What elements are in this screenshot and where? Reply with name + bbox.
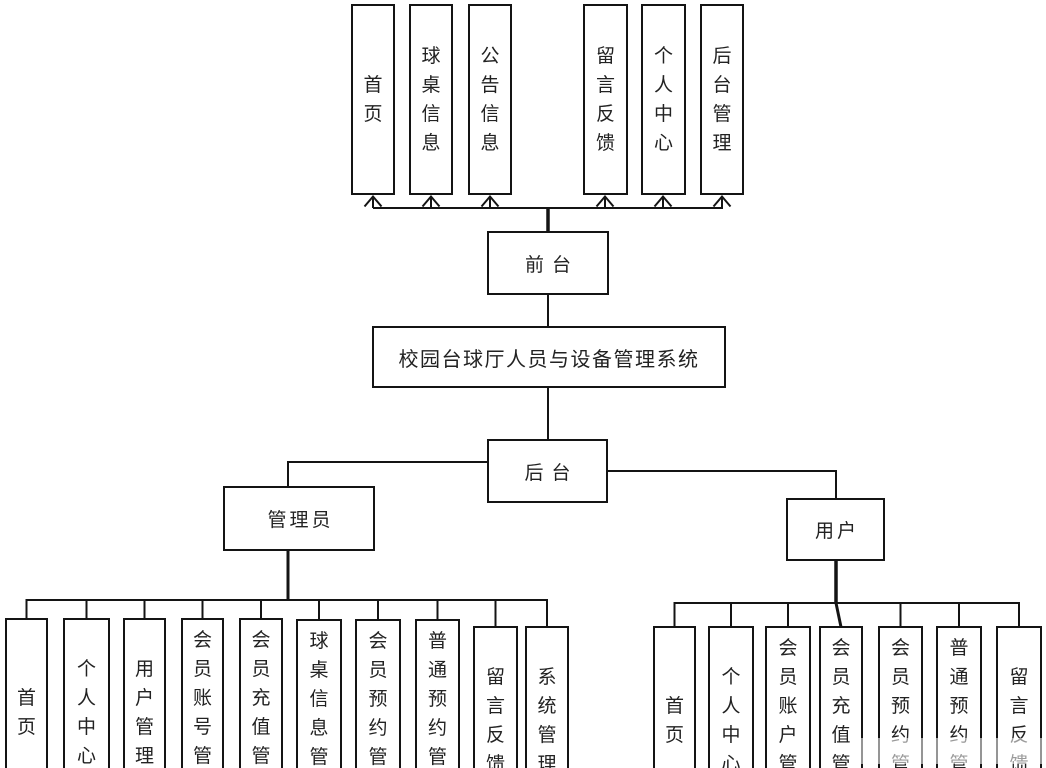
user-node-label: 用户 xyxy=(814,521,859,542)
admin-menu-label: 会员充值管理 xyxy=(251,630,271,767)
arrow-up-icon xyxy=(480,194,500,208)
front-menu-box-announcement: 公告信息 xyxy=(468,4,512,195)
admin-menu-box-member-account-manage: 会员账号管理 xyxy=(181,618,224,768)
admin-menu-label: 系统管理 xyxy=(537,667,557,768)
back-node-label: 后台 xyxy=(524,462,579,484)
arrow-up-icon xyxy=(712,194,732,208)
user-menu-box-home: 首页 xyxy=(653,626,696,768)
user-menu-box-member-account-manage: 会员账户管理 xyxy=(765,626,811,768)
system-title-node: 校园台球厅人员与设备管理系统 xyxy=(372,326,726,388)
front-menu-box-table-info: 球桌信息 xyxy=(409,4,453,195)
front-menu-label: 留言反馈 xyxy=(595,45,615,154)
front-node: 前台 xyxy=(487,231,609,295)
admin-menu-label: 个人中心 xyxy=(76,659,96,767)
user-menu-label: 首页 xyxy=(664,696,684,746)
back-node: 后台 xyxy=(487,439,608,503)
arrow-up-icon xyxy=(421,194,441,208)
front-menu-box-home: 首页 xyxy=(351,4,395,195)
arrow-up-icon xyxy=(595,194,615,208)
admin-menu-box-normal-booking-manage: 普通预约管理 xyxy=(415,619,460,768)
admin-menu-box-member-recharge-manage: 会员充值管理 xyxy=(239,618,283,768)
watermark-band xyxy=(856,738,1046,764)
admin-menu-box-user-manage: 用户管理 xyxy=(123,618,166,768)
user-menu-box-personal-center: 个人中心 xyxy=(708,626,754,768)
front-menu-label: 公告信息 xyxy=(480,45,500,154)
arrow-up-icon xyxy=(653,194,673,208)
user-menu-label: 会员预约管理 xyxy=(890,638,910,768)
front-menu-box-backend-manage: 后台管理 xyxy=(700,4,744,195)
front-menu-label: 后台管理 xyxy=(712,45,732,154)
admin-menu-box-feedback: 留言反馈 xyxy=(473,626,518,768)
admin-menu-box-system-manage: 系统管理 xyxy=(525,626,569,768)
admin-menu-box-personal-center: 个人中心 xyxy=(63,618,110,768)
admin-menu-label: 会员账号管理 xyxy=(192,630,212,767)
admin-menu-box-member-booking-manage: 会员预约管理 xyxy=(355,619,401,768)
admin-node: 管理员 xyxy=(223,486,375,551)
front-menu-label: 个人中心 xyxy=(653,45,673,154)
user-menu-label: 留言反馈 xyxy=(1009,667,1029,768)
front-menu-box-feedback: 留言反馈 xyxy=(583,4,628,195)
user-node: 用户 xyxy=(786,498,885,561)
admin-menu-box-home: 首页 xyxy=(5,618,48,768)
front-menu-label: 首页 xyxy=(363,74,383,125)
arrow-up-icon xyxy=(363,194,383,208)
user-menu-label: 会员账户管理 xyxy=(778,638,798,768)
admin-menu-label: 首页 xyxy=(16,688,36,738)
front-node-label: 前台 xyxy=(524,254,579,276)
admin-menu-label: 普通预约管理 xyxy=(427,631,447,768)
admin-menu-label: 用户管理 xyxy=(134,659,154,767)
admin-node-label: 管理员 xyxy=(267,510,334,531)
user-menu-box-member-recharge-manage: 会员充值管理 xyxy=(819,626,863,768)
admin-menu-box-table-info-manage: 球桌信息管理 xyxy=(296,619,342,768)
admin-menu-label: 留言反馈 xyxy=(485,667,505,768)
admin-menu-label: 球桌信息管理 xyxy=(309,631,329,768)
system-title-label: 校园台球厅人员与设备管理系统 xyxy=(398,348,700,371)
admin-menu-label: 会员预约管理 xyxy=(368,631,388,768)
user-menu-label: 个人中心 xyxy=(721,667,741,768)
front-menu-label: 球桌信息 xyxy=(421,45,441,154)
user-menu-label: 会员充值管理 xyxy=(831,638,851,768)
front-menu-box-personal-center: 个人中心 xyxy=(641,4,686,195)
